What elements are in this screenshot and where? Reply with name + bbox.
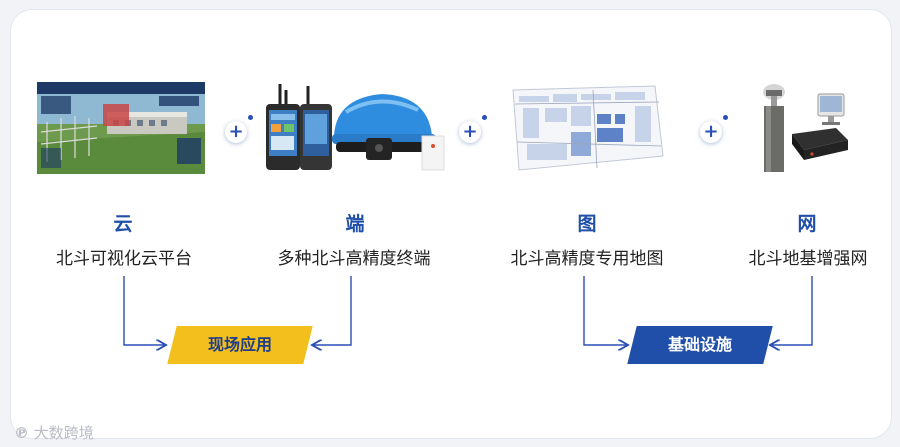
terminals-helmet-image <box>266 84 445 171</box>
arrow-terminal <box>312 276 352 345</box>
label-terminals: 多种北斗高精度终端 <box>277 249 431 269</box>
plus-icon-3: + <box>700 115 728 143</box>
diagram-frame <box>10 9 892 439</box>
gnss-station-image <box>763 84 848 172</box>
arrow-network <box>770 276 813 345</box>
watermark-logo-icon: ℗ <box>14 424 29 442</box>
arrow-map <box>583 276 628 345</box>
banner-field-application-label: 现场应用 <box>207 335 272 354</box>
arrow-cloud <box>123 276 166 345</box>
label-cloud-platform: 北斗可视化云平台 <box>56 249 192 269</box>
banner-infrastructure-label: 基础设施 <box>667 335 732 354</box>
head-network: 网 <box>797 213 817 235</box>
head-terminal: 端 <box>345 213 365 235</box>
cloud-platform-image <box>37 82 205 174</box>
watermark-text: 大数跨境 <box>33 424 94 442</box>
banner-infrastructure: 基础设施 <box>627 326 773 364</box>
label-ground-network: 北斗地基增强网 <box>748 249 868 269</box>
hd-map-image <box>505 84 667 174</box>
head-cloud: 云 <box>113 213 133 235</box>
plus-icon-2: + <box>459 115 487 143</box>
head-map: 图 <box>577 213 597 235</box>
label-hd-map: 北斗高精度专用地图 <box>510 249 664 269</box>
banner-field-application: 现场应用 <box>167 326 313 364</box>
plus-icon-1: + <box>225 115 253 143</box>
watermark: ℗ 大数跨境 <box>14 422 94 443</box>
